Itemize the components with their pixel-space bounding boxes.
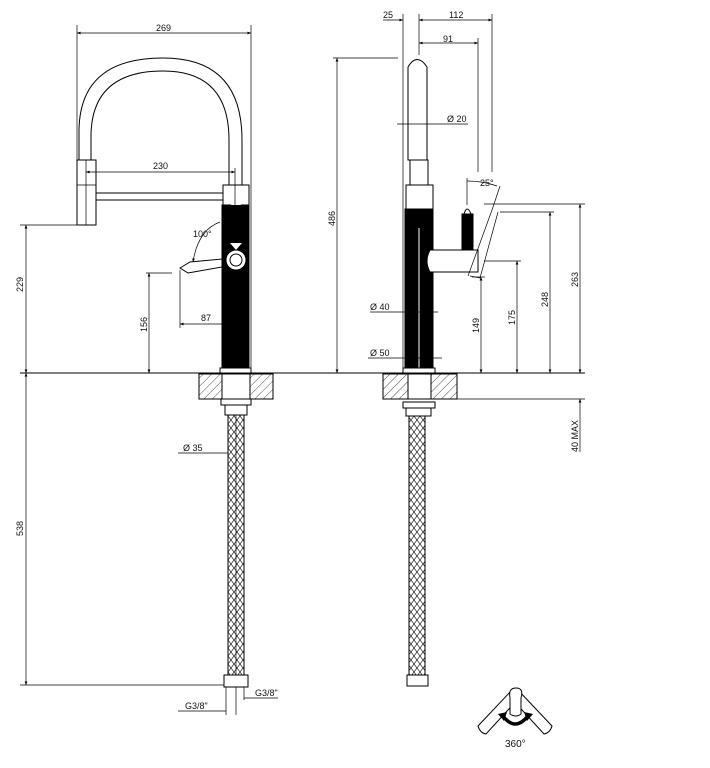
dim-connection-right: G3/8" bbox=[255, 688, 278, 698]
dim-depth-handle: 91 bbox=[443, 34, 453, 44]
dim-base-diameter: Ø 50 bbox=[370, 348, 390, 358]
dim-offset-left: 25 bbox=[383, 10, 393, 20]
dim-spray-height: 229 bbox=[15, 277, 25, 292]
dim-body-diameter: Ø 40 bbox=[370, 302, 390, 312]
dim-handle-height: 156 bbox=[139, 317, 149, 332]
front-view: 25 112 91 Ø 20 25° 486 Ø 40 Ø 50 149 175… bbox=[327, 10, 585, 687]
dim-handle-angle: 100° bbox=[193, 229, 212, 239]
dim-height-263: 263 bbox=[570, 272, 580, 287]
dim-deck-thickness: 40 MAX bbox=[570, 420, 580, 452]
dim-handle-reach: 87 bbox=[201, 313, 211, 323]
hose bbox=[408, 415, 426, 676]
dim-handle-tilt: 25° bbox=[480, 178, 494, 188]
spout-tube bbox=[407, 59, 428, 161]
dim-connection-left: G3/8" bbox=[185, 701, 208, 711]
rotation-label: 360° bbox=[505, 739, 526, 750]
dim-spout-reach: 230 bbox=[153, 161, 168, 171]
lever bbox=[461, 213, 474, 251]
dim-width: 269 bbox=[156, 23, 171, 33]
dim-height-149: 149 bbox=[471, 318, 481, 333]
lever bbox=[179, 258, 223, 274]
dim-hose-diameter: Ø 35 bbox=[183, 443, 203, 453]
dim-tube-diameter: Ø 20 bbox=[447, 114, 467, 124]
spout-arm bbox=[95, 192, 224, 201]
rotation-360-icon: 360° bbox=[477, 687, 553, 750]
side-view: 100° 269 230 229 156 87 Ø 35 538 G3/8" G… bbox=[15, 23, 330, 715]
handle-connector bbox=[426, 249, 479, 273]
dim-depth-total: 112 bbox=[449, 10, 463, 20]
spray-head bbox=[76, 159, 97, 226]
body bbox=[221, 204, 250, 371]
hose-nut bbox=[406, 674, 429, 687]
hose-nut bbox=[223, 674, 249, 688]
dim-total-height: 486 bbox=[327, 211, 337, 226]
dim-hose-length: 538 bbox=[15, 521, 25, 536]
indicator-icon bbox=[230, 243, 242, 250]
dim-height-175: 175 bbox=[507, 310, 517, 325]
spout-arc-outer bbox=[78, 57, 243, 185]
dim-height-248: 248 bbox=[540, 292, 550, 307]
spout-arc-inner bbox=[90, 70, 230, 185]
